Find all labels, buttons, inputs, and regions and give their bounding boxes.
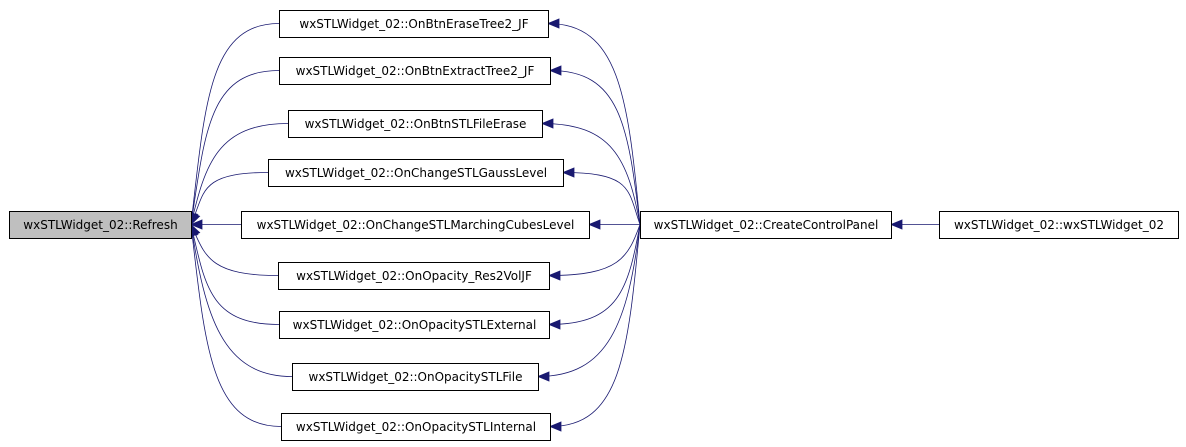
edge-create_control_panel-to-opacity_external (548, 224, 641, 325)
nodes-layer: wxSTLWidget_02::RefreshwxSTLWidget_02::O… (9, 10, 1179, 441)
node-gauss_level[interactable]: wxSTLWidget_02::OnChangeSTLGaussLevel (268, 159, 564, 187)
node-label-create_control_panel: wxSTLWidget_02::CreateControlPanel (654, 218, 879, 232)
node-box-gauss_level[interactable] (268, 159, 564, 187)
node-label-marching_cubes: wxSTLWidget_02::OnChangeSTLMarchingCubes… (257, 218, 575, 232)
edge-opacity_external-to-refresh (190, 224, 280, 325)
arrowhead-create_control_panel-to-opacity_file (536, 371, 550, 382)
node-box-extract_tree2[interactable] (279, 57, 551, 85)
edge-create_control_panel-to-stl_file_erase (541, 123, 641, 225)
arrowhead-create_control_panel-to-erase_tree2 (546, 18, 560, 29)
node-extract_tree2[interactable]: wxSTLWidget_02::OnBtnExtractTree2_JF (279, 57, 551, 85)
node-box-stl_file_erase[interactable] (288, 110, 543, 138)
edge-stl_file_erase-to-refresh (190, 123, 289, 225)
node-opacity_file[interactable]: wxSTLWidget_02::OnOpacitySTLFile (292, 363, 539, 391)
node-erase_tree2[interactable]: wxSTLWidget_02::OnBtnEraseTree2_JF (279, 10, 549, 38)
edge-opacity_file-to-refresh (190, 224, 293, 377)
edge-extract_tree2-to-refresh (190, 70, 280, 225)
node-label-stl_file_erase: wxSTLWidget_02::OnBtnSTLFileErase (305, 117, 527, 131)
node-opacity_res2vol[interactable]: wxSTLWidget_02::OnOpacity_Res2VolJF (278, 262, 550, 290)
edge-opacity_internal-to-refresh (190, 224, 282, 427)
node-marching_cubes[interactable]: wxSTLWidget_02::OnChangeSTLMarchingCubes… (241, 211, 590, 239)
node-label-opacity_res2vol: wxSTLWidget_02::OnOpacity_Res2VolJF (296, 269, 532, 283)
node-opacity_internal[interactable]: wxSTLWidget_02::OnOpacitySTLInternal (281, 413, 551, 441)
node-create_control_panel[interactable]: wxSTLWidget_02::CreateControlPanel (640, 211, 892, 239)
edge-erase_tree2-to-refresh (190, 23, 280, 225)
node-box-opacity_internal[interactable] (281, 413, 551, 441)
node-box-opacity_res2vol[interactable] (278, 262, 550, 290)
node-opacity_external[interactable]: wxSTLWidget_02::OnOpacitySTLExternal (279, 311, 550, 339)
node-label-opacity_internal: wxSTLWidget_02::OnOpacitySTLInternal (296, 420, 536, 434)
node-box-opacity_external[interactable] (279, 311, 550, 339)
edge-create_control_panel-to-opacity_internal (549, 224, 641, 427)
arrowhead-constructor-to-create_control_panel (889, 219, 903, 230)
edge-create_control_panel-to-gauss_level (562, 172, 641, 225)
edge-create_control_panel-to-opacity_file (537, 224, 641, 377)
arrowhead-create_control_panel-to-marching_cubes (587, 219, 601, 230)
arrowhead-marching_cubes-to-refresh (189, 219, 203, 230)
edge-create_control_panel-to-erase_tree2 (547, 23, 641, 225)
arrowhead-create_control_panel-to-extract_tree2 (548, 65, 562, 76)
node-box-erase_tree2[interactable] (279, 10, 549, 38)
arrowhead-create_control_panel-to-opacity_internal (548, 421, 562, 432)
node-box-refresh[interactable] (9, 211, 192, 239)
arrowhead-create_control_panel-to-opacity_external (547, 319, 561, 330)
node-label-extract_tree2: wxSTLWidget_02::OnBtnExtractTree2_JF (296, 64, 535, 78)
node-box-constructor[interactable] (939, 211, 1179, 239)
node-box-opacity_file[interactable] (292, 363, 539, 391)
node-label-constructor: wxSTLWidget_02::wxSTLWidget_02 (954, 218, 1164, 232)
arrowhead-create_control_panel-to-stl_file_erase (540, 118, 554, 129)
edge-create_control_panel-to-opacity_res2vol (548, 224, 641, 276)
arrowhead-create_control_panel-to-opacity_res2vol (547, 270, 561, 281)
edge-create_control_panel-to-extract_tree2 (549, 70, 641, 225)
node-label-erase_tree2: wxSTLWidget_02::OnBtnEraseTree2_JF (299, 17, 528, 31)
arrowhead-create_control_panel-to-gauss_level (561, 167, 575, 178)
node-constructor[interactable]: wxSTLWidget_02::wxSTLWidget_02 (939, 211, 1179, 239)
node-label-opacity_external: wxSTLWidget_02::OnOpacitySTLExternal (293, 318, 537, 332)
node-stl_file_erase[interactable]: wxSTLWidget_02::OnBtnSTLFileErase (288, 110, 543, 138)
node-box-create_control_panel[interactable] (640, 211, 892, 239)
node-label-opacity_file: wxSTLWidget_02::OnOpacitySTLFile (309, 370, 523, 384)
node-refresh[interactable]: wxSTLWidget_02::Refresh (9, 211, 192, 239)
node-label-gauss_level: wxSTLWidget_02::OnChangeSTLGaussLevel (285, 166, 547, 180)
node-box-marching_cubes[interactable] (241, 211, 590, 239)
node-label-refresh: wxSTLWidget_02::Refresh (23, 218, 177, 232)
